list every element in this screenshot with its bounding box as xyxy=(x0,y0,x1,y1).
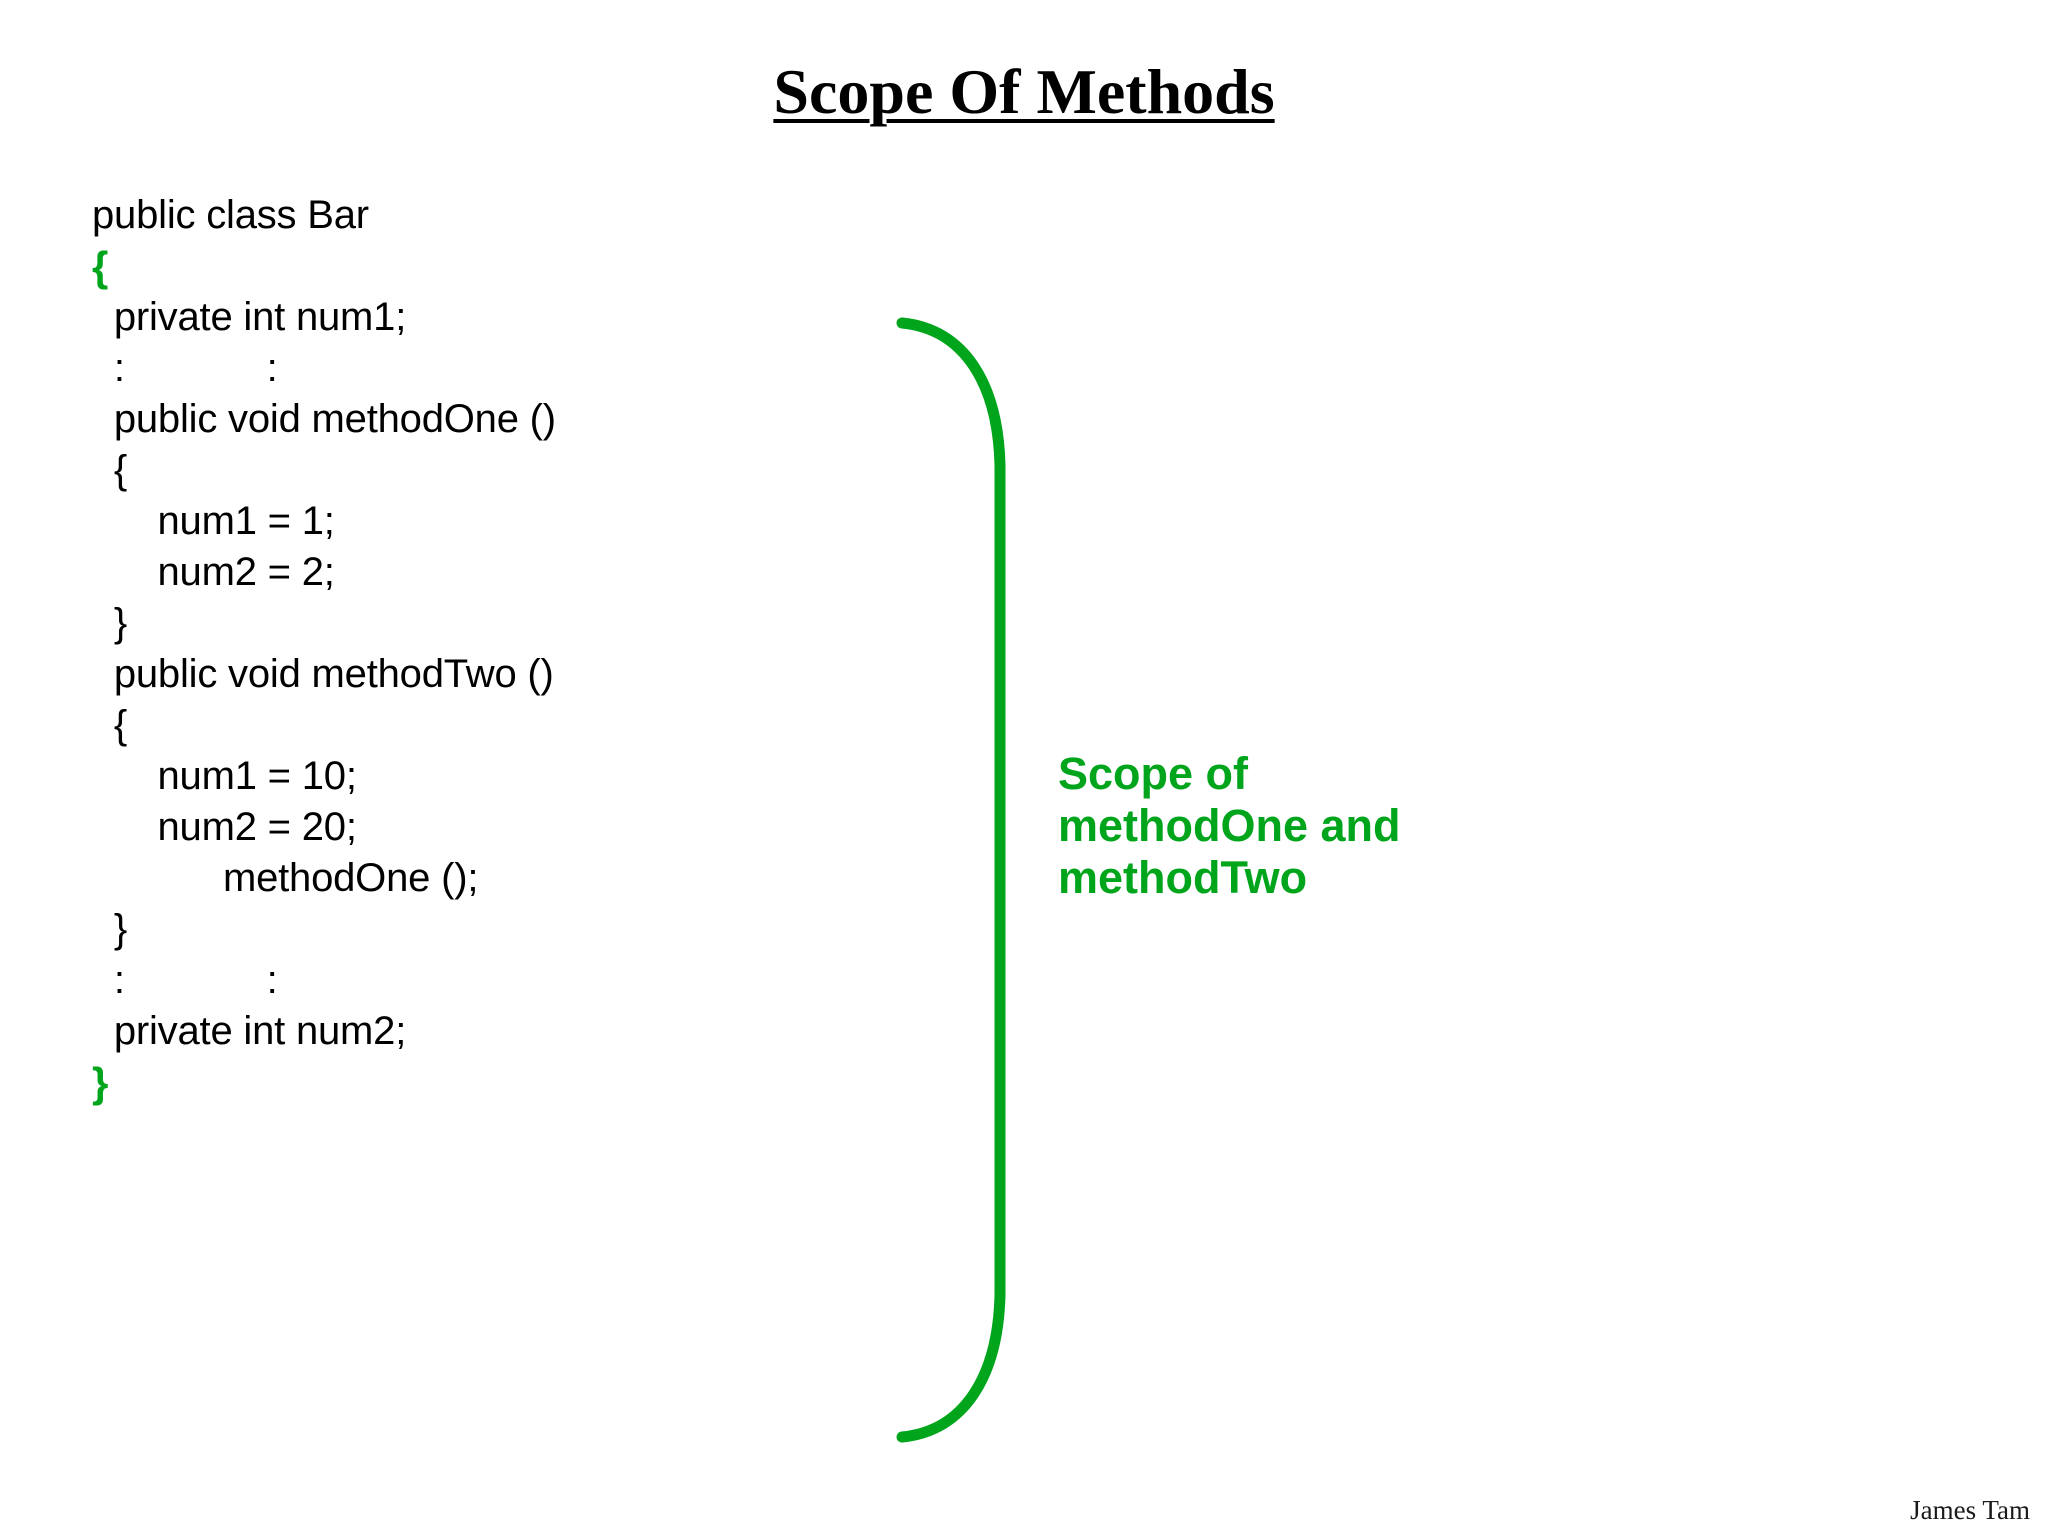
code-line-ellipsis: : : xyxy=(92,346,278,390)
scope-annotation: Scope of methodOne and methodTwo xyxy=(1058,748,1618,904)
footer-author: James Tam xyxy=(1910,1495,2030,1525)
code-line: num1 = 1; xyxy=(92,499,335,543)
scope-annotation-line-3: methodTwo xyxy=(1058,852,1308,903)
code-line-open-brace: { xyxy=(92,243,109,290)
page-title-text: Scope Of Methods xyxy=(773,56,1275,127)
code-line: } xyxy=(92,601,127,645)
code-line: num2 = 2; xyxy=(92,550,335,594)
code-line-close-brace: } xyxy=(92,1059,109,1106)
code-line: num2 = 20; xyxy=(92,805,357,849)
page-title: Scope Of Methods xyxy=(0,58,2048,125)
scope-annotation-line-1: Scope of xyxy=(1058,748,1249,799)
code-line: public void methodOne () xyxy=(92,397,556,441)
code-line: public void methodTwo () xyxy=(92,652,554,696)
scope-annotation-line-2: methodOne and xyxy=(1058,800,1401,851)
code-line: { xyxy=(92,448,127,492)
code-line: private int num2; xyxy=(92,1009,407,1053)
code-line: } xyxy=(92,907,127,951)
code-line: methodOne (); xyxy=(92,856,479,900)
code-line: num1 = 10; xyxy=(92,754,357,798)
scope-bracket-icon xyxy=(880,315,1020,1445)
code-line: { xyxy=(92,703,127,747)
code-line: public class Bar xyxy=(92,193,369,237)
code-line-ellipsis: : : xyxy=(92,958,278,1002)
code-listing: public class Bar { private int num1; : :… xyxy=(92,190,912,1108)
code-line: private int num1; xyxy=(92,295,407,339)
